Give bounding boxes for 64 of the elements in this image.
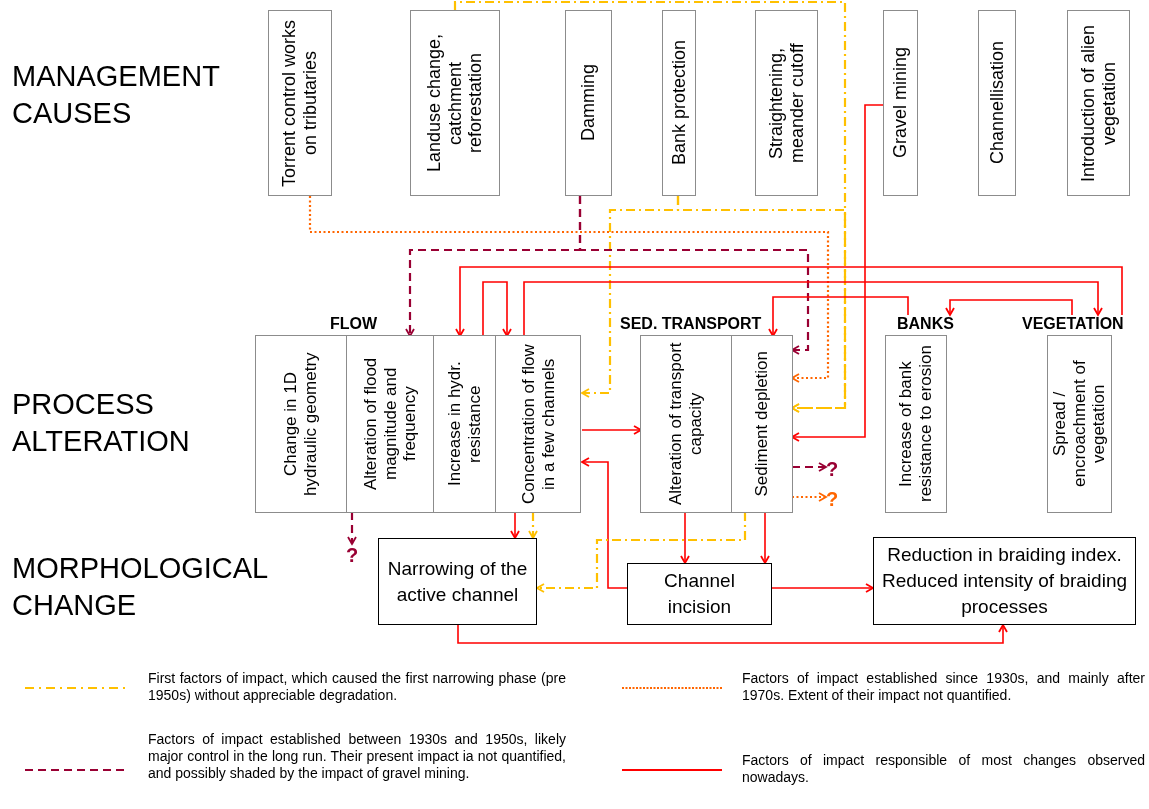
arrow <box>528 512 538 539</box>
row-heading: MORPHOLOGICAL CHANGE <box>12 551 269 623</box>
box-label: Reduction in braiding index. Reduced intensity of braiding processes <box>880 543 1128 619</box>
box-label: Increase in hydr. resistance <box>445 360 485 489</box>
box-label: Alteration of transport capacity <box>666 341 706 508</box>
box-label: Spread / encroachment of vegetation <box>1050 359 1109 490</box>
box-label: Channel incision <box>663 569 736 619</box>
arrow <box>771 583 874 593</box>
box-label: Channellisation <box>986 41 1008 165</box>
legend-text: Factors of impact responsible of most changes observed nowadays. <box>742 752 1145 786</box>
arrow <box>308 196 830 383</box>
legend-text: Factors of impact established since 1930s, and mainly after 1970s. Extent of their impact not quantified. <box>742 670 1145 704</box>
cause-box <box>1067 10 1130 196</box>
cause-box <box>883 10 918 196</box>
box-label: Torrent control works on tributaries <box>279 18 321 189</box>
row-heading: PROCESS ALTERATION <box>12 387 191 459</box>
group-heading: VEGETATION <box>1022 315 1124 333</box>
cause-box <box>268 10 332 196</box>
group-heading: BANKS <box>897 315 954 333</box>
group-heading: SED. TRANSPORT <box>620 315 762 333</box>
arrow <box>457 624 1008 644</box>
cause-box <box>978 10 1016 196</box>
outcome-box <box>627 563 772 625</box>
cause-box <box>565 10 612 196</box>
box-label: Damming <box>578 64 599 142</box>
arrow <box>791 104 884 442</box>
arrow <box>676 196 847 413</box>
arrow <box>455 266 1123 337</box>
arrow <box>482 281 512 337</box>
arrow <box>578 196 810 355</box>
box-label: Concentration of flow in a few channels <box>519 343 559 506</box>
question-mark: ? <box>826 488 842 514</box>
arrow <box>510 511 520 539</box>
outcome-box <box>873 537 1136 625</box>
question-mark: ? <box>346 544 362 570</box>
arrow <box>760 511 770 564</box>
box-label: Bank protection <box>668 40 690 166</box>
arrow <box>792 462 827 472</box>
cause-box <box>755 10 818 196</box>
arrow <box>581 425 642 435</box>
outcome-box <box>378 538 537 625</box>
row-heading: MANAGEMENT CAUSES <box>12 59 221 131</box>
box-label: Gravel mining <box>890 47 911 159</box>
arrow <box>523 281 1103 337</box>
legend-text: First factors of impact, which caused the first narrowing phase (pre 1950s) without appreciable degradation. <box>148 670 566 704</box>
box-label: Narrowing of the active channel <box>386 556 529 607</box>
arrow <box>536 512 747 593</box>
box-label: Change in 1D hydraulic geometry <box>281 351 321 498</box>
box-label: Increase of bank resistance to erosion <box>896 344 936 505</box>
cause-box <box>410 10 500 196</box>
box-label: Straightening, meander cutoff <box>765 42 808 165</box>
legend-text: Factors of impact established between 1930s and 1950s, likely major control in the long run. Their present impact ia not quantified, and possibly shaded by the impact of gravel mining. <box>148 731 566 782</box>
box-label: Sediment depletion <box>752 351 772 497</box>
box-label: Introduction of alien vegetation <box>1077 23 1120 184</box>
arrow <box>768 296 909 337</box>
arrow <box>581 457 628 589</box>
cause-box <box>662 10 696 196</box>
question-mark: ? <box>826 458 842 484</box>
box-label: Alteration of flood magnitude and frequency <box>361 356 420 493</box>
box-label: Landuse change, catchment reforestation <box>423 32 487 175</box>
arrow <box>680 511 690 564</box>
group-heading: FLOW <box>330 315 378 333</box>
arrow <box>347 512 357 545</box>
arrow <box>945 299 1073 316</box>
